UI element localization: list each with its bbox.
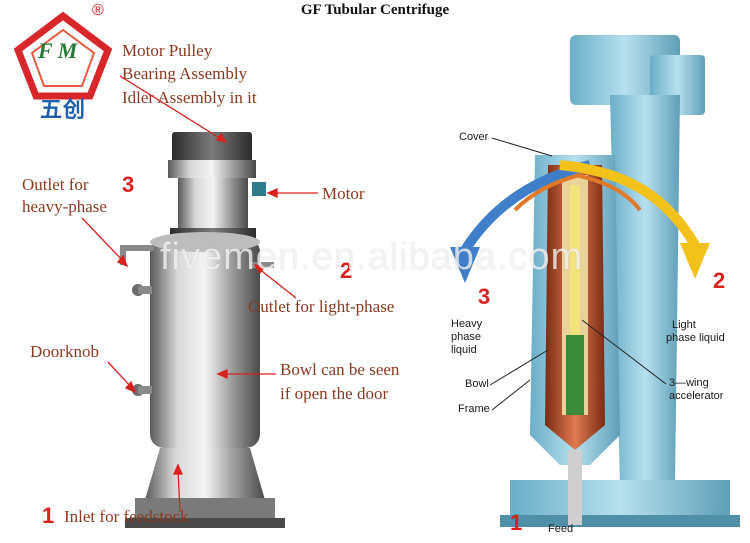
label-cover: Cover [459, 131, 489, 143]
label-light-line1: Light [672, 319, 696, 331]
logo-chinese-text: 五创 [40, 98, 87, 123]
label-heavy-line2: phase [451, 331, 481, 343]
label-inlet: Inlet for feedstock [64, 507, 189, 526]
number-inlet-left: 1 [42, 503, 55, 528]
label-bearing-assembly: Bearing Assembly [122, 64, 248, 83]
label-outlet-light: Outlet for light-phase [248, 297, 395, 316]
label-motor-pulley: Motor Pulley [122, 41, 213, 60]
label-bowl: Bowl [465, 378, 489, 390]
logo-letters: F M [38, 38, 78, 63]
company-logo: F M 五创 [8, 8, 118, 123]
label-heavy-line1: Heavy [451, 318, 483, 330]
label-motor: Motor [322, 184, 365, 203]
centrifuge-photo [120, 132, 285, 528]
registered-mark: ® [92, 2, 104, 19]
label-idler-assembly: Idler Assembly in it [122, 88, 257, 107]
number-feed-right: 1 [510, 510, 523, 535]
label-frame: Frame [458, 403, 490, 415]
number-heavy-right: 3 [478, 284, 491, 309]
logo-emblem-icon [13, 11, 113, 100]
page-title: GF Tubular Centrifuge [300, 2, 450, 18]
label-accel-line2: accelerator [669, 390, 724, 402]
label-bowl-line1: Bowl can be seen [280, 360, 400, 379]
number-light-left: 2 [340, 258, 353, 283]
label-outlet-heavy-line2: heavy-phase [22, 197, 107, 216]
watermark: fivemen.en.alibaba.com [160, 236, 584, 278]
number-heavy-left: 3 [122, 172, 135, 197]
label-doorknob: Doorknob [30, 342, 99, 361]
number-light-right: 2 [713, 268, 726, 293]
label-bowl-line2: if open the door [280, 384, 389, 403]
label-heavy-line3: liquid [451, 344, 477, 356]
label-accel-line1: 3—wing [669, 377, 709, 389]
label-outlet-heavy-line1: Outlet for [22, 175, 89, 194]
label-feed: Feed [548, 523, 574, 535]
label-light-line2: phase liquid [666, 332, 725, 344]
cutaway-diagram [450, 35, 740, 527]
